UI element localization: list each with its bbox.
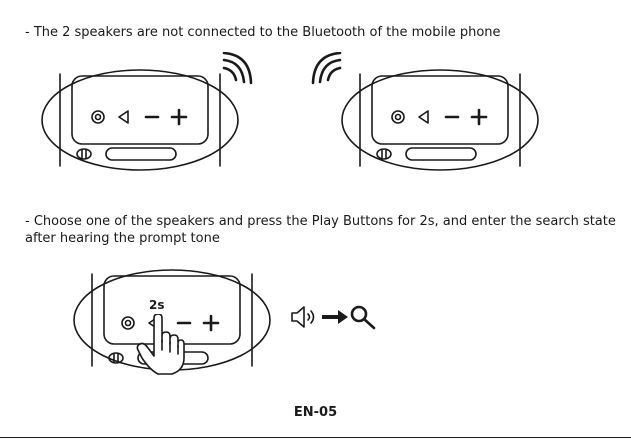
footer-rule bbox=[0, 437, 631, 438]
pointing-hand-icon bbox=[136, 314, 186, 376]
wave-right bbox=[310, 52, 344, 86]
instruction-step-1: - The 2 speakers are not connected to th… bbox=[25, 25, 501, 41]
sound-icon bbox=[292, 307, 314, 327]
wave-left bbox=[220, 52, 254, 86]
speaker-left bbox=[40, 68, 240, 172]
hold-duration-label: 2s bbox=[149, 298, 165, 312]
instruction-step-2-line-2: after hearing the prompt tone bbox=[25, 231, 220, 247]
pressing-hand bbox=[136, 314, 186, 376]
instruction-step-2-line-1: - Choose one of the speakers and press t… bbox=[25, 214, 616, 230]
signal-waves-icon bbox=[310, 52, 344, 86]
arrow-right-icon bbox=[322, 310, 348, 324]
signal-waves-icon bbox=[220, 52, 254, 86]
speaker-right bbox=[340, 68, 540, 172]
speaker-icon bbox=[40, 68, 240, 172]
page-number: EN-05 bbox=[0, 405, 631, 421]
speaker-icon bbox=[340, 68, 540, 172]
prompt-tone-sequence bbox=[290, 304, 380, 330]
search-icon bbox=[352, 307, 374, 328]
